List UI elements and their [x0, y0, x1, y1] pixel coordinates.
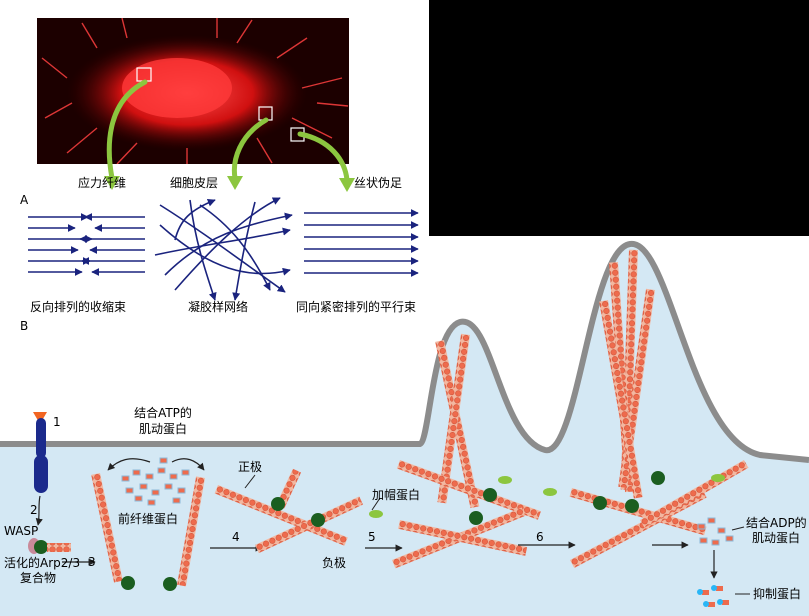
plus-end-label: 正极: [238, 460, 263, 474]
v-filaments: [91, 473, 205, 591]
step-5-label: 5: [368, 530, 376, 544]
step-6-label: 6: [536, 530, 544, 544]
adp-actin-label-1: 结合ADP的: [746, 516, 807, 530]
label-gel-network: 凝胶样网络: [188, 300, 249, 314]
wasp-arp-complex: [28, 538, 71, 554]
branched-network-6: [543, 249, 749, 568]
fluorescence-micrograph: [37, 18, 349, 164]
arp-complex-label-1: 活化的Arp2/3: [4, 556, 81, 570]
micrograph-drawing: [37, 18, 349, 164]
profilin-label: 前纤维蛋白: [118, 512, 179, 526]
step-4-label: 4: [232, 530, 240, 544]
wasp-label: WASP: [4, 524, 39, 538]
atp-actin-label-1: 结合ATP的: [134, 406, 192, 420]
minus-end-label: 负极: [322, 556, 347, 570]
membrane-receptor: [33, 412, 48, 493]
atp-actin-label-2: 肌动蛋白: [138, 422, 188, 436]
label-contractile-bundle: 反向排列的收缩束: [30, 300, 127, 314]
step-2-label: 2: [30, 503, 38, 517]
step-1-label: 1: [53, 415, 61, 429]
black-redaction-block: [429, 0, 809, 236]
label-filopodia: 丝状伪足: [354, 176, 403, 190]
inhibitor-actin-cluster: [697, 585, 729, 607]
label-stress-fiber: 应力纤维: [78, 176, 127, 190]
branched-network-5: [369, 333, 541, 569]
label-parallel-bundle: 同向紧密排列的平行束: [296, 300, 417, 314]
plasma-membrane: [0, 241, 809, 463]
adp-actin-label-2: 肌动蛋白: [752, 531, 801, 545]
inhibitor-protein-label: 抑制蛋白: [753, 587, 802, 601]
label-cell-cortex: 细胞皮层: [170, 176, 219, 190]
atp-actin-cluster: [121, 457, 190, 506]
arp-complex-label-2: 复合物: [20, 571, 57, 585]
adp-actin-cluster: [697, 517, 734, 546]
step-3-label: 3: [88, 555, 96, 569]
panel-b-letter: B: [20, 319, 29, 333]
panel-a-letter: A: [20, 193, 29, 207]
capping-protein-label: 加帽蛋白: [372, 488, 421, 502]
branched-network-4: [214, 468, 364, 554]
